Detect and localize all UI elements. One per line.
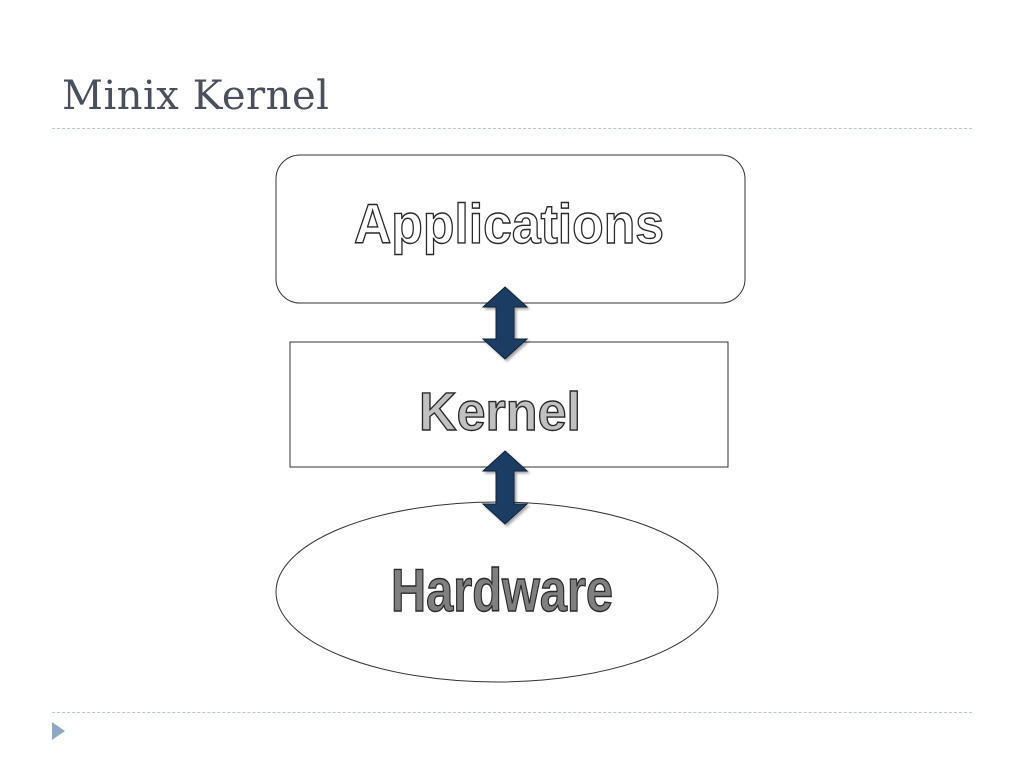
double-arrow-icon: [481, 286, 529, 360]
double-arrow-icon: [481, 450, 529, 525]
applications-label: Applications: [354, 192, 664, 255]
kernel-label: Kernel: [419, 382, 581, 442]
triangle-right-icon[interactable]: [52, 722, 65, 740]
kernel-box: [289, 341, 729, 468]
hardware-label: Hardware: [391, 557, 613, 624]
footer-divider: [52, 712, 972, 713]
page-title: Minix Kernel: [62, 73, 330, 119]
title-divider: [52, 128, 972, 129]
